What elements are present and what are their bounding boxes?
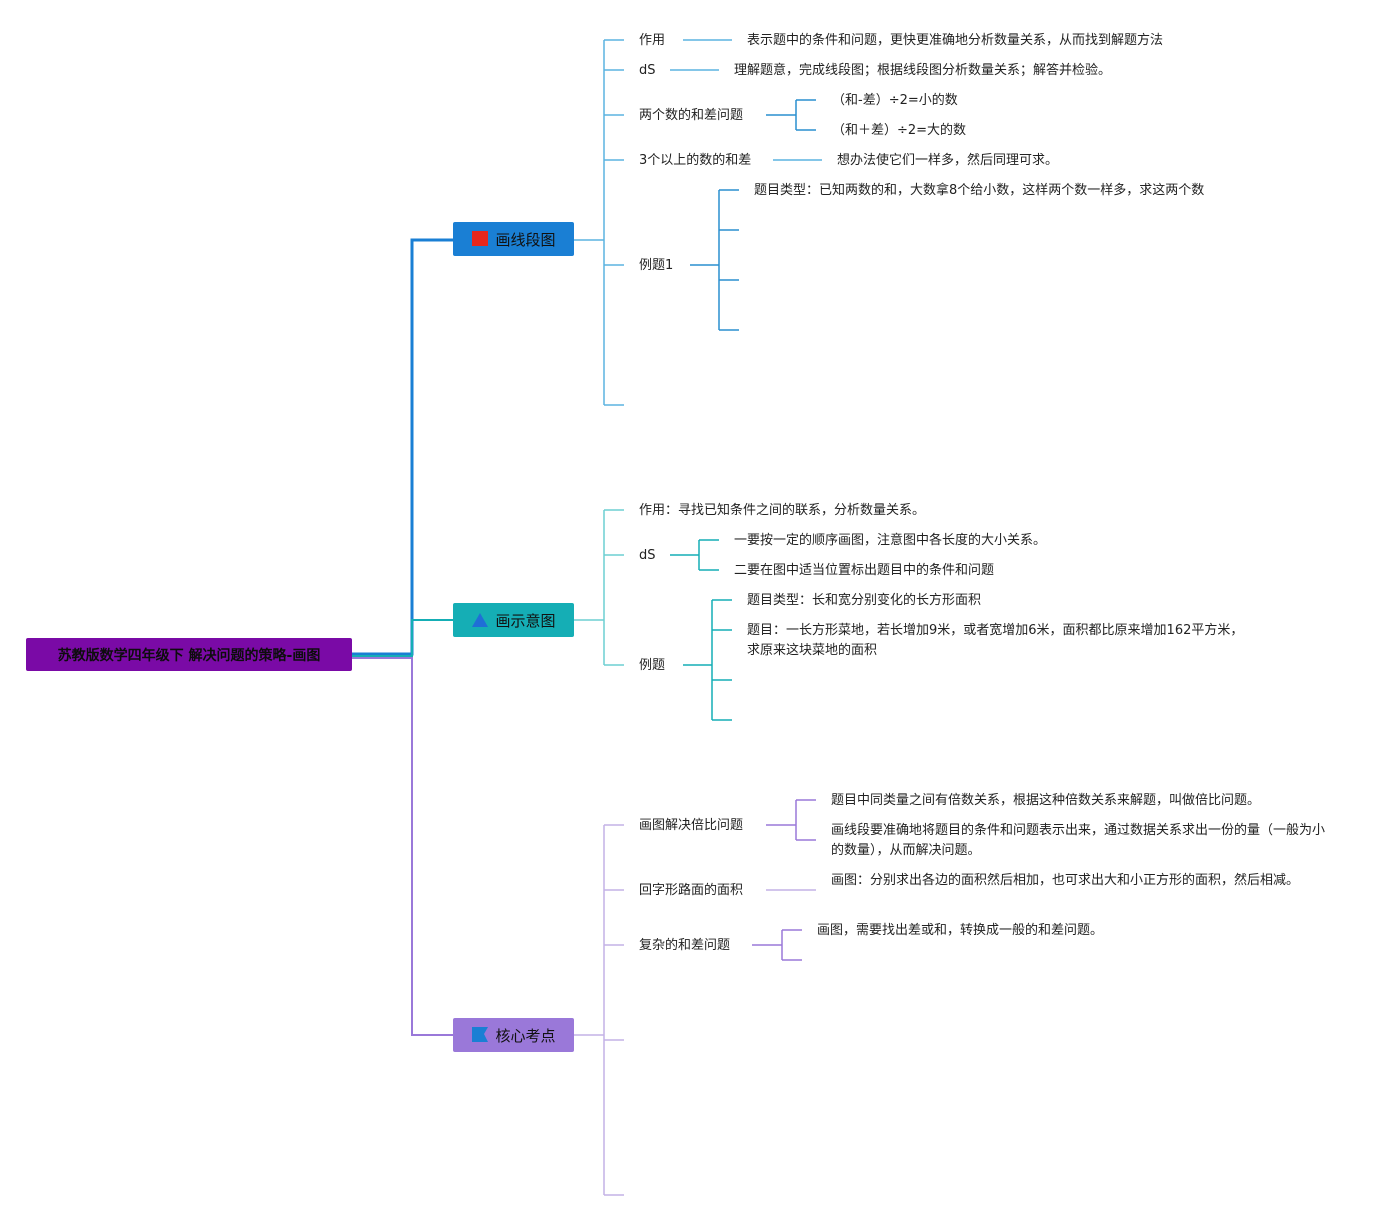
- node-ratio-label[interactable]: 画图解决倍比问题: [639, 818, 744, 833]
- node-ds-order[interactable]: 一要按一定的顺序画图，注意图中各长度的大小关系。: [734, 533, 1047, 548]
- branch-label: 画线段图: [495, 230, 556, 249]
- node-ring-label[interactable]: 回字形路面的面积: [639, 883, 744, 898]
- node-use-text[interactable]: 表示题中的条件和问题，更快更准确地分析数量关系，从而找到解题方法: [747, 33, 1164, 48]
- root-topic-label: 苏教版数学四年级下 解决问题的策略-画图: [57, 647, 321, 664]
- node-example-type[interactable]: 题目类型：长和宽分别变化的长方形面积: [747, 593, 982, 608]
- node-sum-diff-label[interactable]: 两个数的和差问题: [639, 108, 744, 123]
- node-ds-mark[interactable]: 二要在图中适当位置标出题目中的条件和问题: [734, 563, 995, 578]
- red-flag-icon: [472, 231, 489, 246]
- node-complex-text[interactable]: 画图，需要找出差或和，转换成一般的和差问题。: [817, 923, 1104, 938]
- node-ratio-definition[interactable]: 题目中同类量之间有倍数关系，根据这种倍数关系来解题，叫做倍比问题。: [831, 793, 1261, 808]
- node-multi-label[interactable]: 3个以上的数的和差: [639, 153, 752, 168]
- node-use-label[interactable]: 作用: [639, 33, 666, 48]
- branch-label: 画示意图: [495, 611, 556, 630]
- node-sum-diff-small[interactable]: （和-差）÷2=小的数: [832, 93, 958, 108]
- node-ring-text[interactable]: 画图：分别求出各边的面积然后相加，也可求出大和小正方形的面积，然后相减。: [831, 873, 1300, 888]
- branch-draw-sketch[interactable]: 画示意图: [453, 603, 574, 637]
- node-example-question[interactable]: 题目：一长方形菜地，若长增加9米，或者宽增加6米，面积都比原来增加162平方米，…: [747, 623, 1244, 658]
- node-multi-text[interactable]: 想办法使它们一样多，然后同理可求。: [837, 153, 1059, 168]
- triangle-icon: [472, 613, 489, 627]
- blue-flag-icon: [472, 1027, 489, 1042]
- root-topic[interactable]: 苏教版数学四年级下 解决问题的策略-画图: [26, 638, 352, 671]
- node-ds-label[interactable]: dS: [639, 63, 656, 78]
- node-sum-diff-big[interactable]: （和＋差）÷2=大的数: [832, 123, 967, 138]
- node-use-text[interactable]: 作用：寻找已知条件之间的联系，分析数量关系。: [639, 503, 926, 518]
- node-complex-label[interactable]: 复杂的和差问题: [639, 938, 731, 953]
- node-example1-type[interactable]: 题目类型：已知两数的和，大数拿8个给小数，这样两个数一样多，求这两个数: [754, 183, 1205, 198]
- node-ds-label[interactable]: dS: [639, 548, 656, 563]
- node-ds-text[interactable]: 理解题意，完成线段图；根据线段图分析数量关系；解答并检验。: [734, 63, 1112, 78]
- node-ratio-method[interactable]: 画线段要准确地将题目的条件和问题表示出来，通过数据关系求出一份的量（一般为小的数…: [831, 823, 1326, 858]
- node-example1-label[interactable]: 例题1: [639, 258, 674, 273]
- branch-label: 核心考点: [495, 1026, 556, 1045]
- node-example-label[interactable]: 例题: [639, 658, 666, 673]
- branch-core-points[interactable]: 核心考点: [453, 1018, 574, 1052]
- branch-draw-line-diagram[interactable]: 画线段图: [453, 222, 574, 256]
